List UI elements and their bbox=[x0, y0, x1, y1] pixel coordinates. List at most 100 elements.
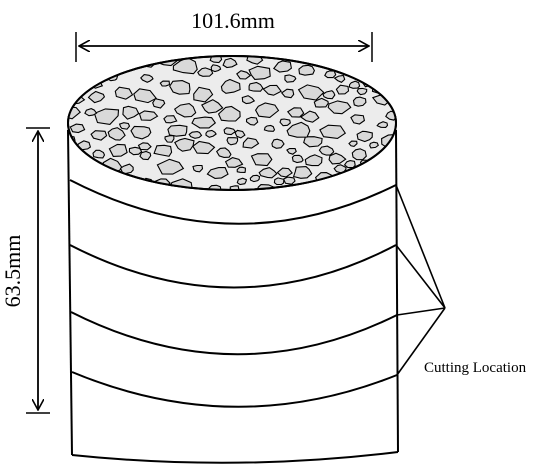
aggregate-stone bbox=[313, 97, 329, 108]
aggregate-stone bbox=[163, 115, 178, 124]
aggregate-stone bbox=[119, 163, 134, 175]
aggregate-stone bbox=[133, 88, 158, 104]
aggregate-stone bbox=[156, 158, 185, 175]
aggregate-stone bbox=[236, 70, 252, 80]
cut-line-1 bbox=[69, 179, 397, 225]
aggregate-stone bbox=[92, 149, 106, 159]
aggregate-stone bbox=[224, 157, 244, 168]
aggregate-stone bbox=[303, 136, 323, 148]
diameter-dimension: 101.6mm bbox=[75, 8, 373, 62]
aggregate-stone bbox=[286, 121, 311, 138]
aggregate-stone bbox=[206, 167, 229, 179]
aggregate-stone bbox=[262, 84, 283, 96]
aggregate-stone bbox=[286, 107, 305, 118]
cut-line-2 bbox=[69, 244, 397, 289]
aggregate-stone bbox=[172, 57, 198, 75]
aggregate-stone bbox=[220, 78, 241, 94]
aggregate-stone bbox=[205, 129, 217, 138]
aggregate-stone bbox=[284, 74, 297, 83]
aggregate-stone bbox=[276, 167, 293, 178]
aggregate-stone bbox=[84, 108, 98, 117]
aggregate-stone bbox=[107, 127, 126, 141]
aggregate-stone bbox=[333, 74, 346, 83]
aggregate-stone bbox=[236, 177, 248, 186]
aggregate-stone bbox=[215, 147, 232, 158]
aggregate-stone bbox=[153, 144, 173, 157]
aggregate-stone bbox=[318, 145, 335, 156]
cylinder-body bbox=[67, 129, 399, 464]
aggregate-stone bbox=[87, 90, 106, 104]
aggregate-stone bbox=[254, 102, 280, 118]
aggregate-stone bbox=[210, 64, 222, 73]
aggregate-stone bbox=[298, 64, 316, 76]
aggregate-stone bbox=[108, 143, 128, 157]
cutting-location-label: Cutting Location bbox=[424, 360, 527, 376]
slice-lines bbox=[69, 179, 398, 408]
aggregate-stone bbox=[188, 131, 203, 139]
aggregate-stone bbox=[164, 135, 175, 143]
aggregate-stone bbox=[90, 130, 108, 141]
aggregate-stone bbox=[327, 100, 352, 115]
aggregate-stone bbox=[201, 99, 224, 114]
aggregate-stone bbox=[73, 150, 85, 159]
cut-line-3 bbox=[70, 311, 398, 356]
top-face bbox=[67, 55, 397, 191]
aggregate-stone bbox=[245, 116, 259, 126]
aggregate-stone bbox=[348, 140, 358, 147]
aggregate-stone bbox=[263, 124, 276, 132]
aggregate-stone bbox=[335, 84, 350, 95]
aggregate-stone bbox=[297, 84, 325, 101]
aggregate-stone bbox=[217, 105, 241, 122]
aggregate-stone bbox=[118, 122, 131, 130]
aggregate-stone bbox=[191, 116, 217, 129]
aggregate-stone bbox=[371, 83, 386, 94]
aggregate-stone bbox=[322, 90, 336, 100]
aggregate-stone bbox=[291, 154, 304, 164]
aggregate-stone bbox=[138, 110, 159, 121]
aggregate-stone bbox=[234, 129, 246, 139]
aggregate-stone bbox=[159, 80, 171, 87]
aggregate-stone bbox=[319, 124, 347, 139]
aggregate-stone bbox=[280, 88, 295, 99]
aggregate-stone bbox=[122, 105, 140, 120]
aggregate-stone bbox=[223, 127, 237, 136]
aggregate-stone bbox=[356, 130, 373, 143]
aggregate-stone bbox=[169, 80, 191, 95]
aggregate-stone bbox=[249, 174, 261, 183]
aggregate-stone bbox=[328, 152, 347, 165]
aggregate-stone bbox=[352, 96, 367, 107]
aggregate-stone bbox=[174, 137, 195, 152]
aggregate-stone bbox=[69, 123, 86, 134]
aggregate-stone bbox=[250, 153, 273, 167]
aggregate-stone bbox=[271, 138, 285, 149]
aggregate-stone bbox=[292, 166, 313, 179]
aggregate-stone bbox=[348, 80, 361, 89]
aggregate-stone bbox=[273, 177, 285, 186]
aggregate-stone bbox=[140, 74, 154, 83]
aggregate-stone bbox=[248, 65, 271, 80]
diameter-label: 101.6mm bbox=[191, 8, 275, 33]
aggregate-stone bbox=[226, 137, 239, 146]
aggregate-stone bbox=[152, 98, 166, 109]
height-dimension: 63.5mm bbox=[0, 127, 50, 414]
aggregate-stone bbox=[369, 141, 379, 149]
aggregate-stone bbox=[248, 81, 264, 92]
aggregate-stone bbox=[114, 86, 134, 100]
aggregate-stone bbox=[279, 118, 291, 127]
aggregate-stone bbox=[197, 67, 214, 77]
aggregate-stone bbox=[222, 57, 238, 69]
aggregate-stone bbox=[282, 176, 296, 185]
aggregate-stone bbox=[173, 103, 197, 118]
aggregate-stone bbox=[139, 150, 152, 161]
aggregate-stone bbox=[236, 166, 246, 173]
aggregate-stone bbox=[351, 148, 367, 161]
aggregate-stone bbox=[350, 114, 366, 125]
aggregate-stone bbox=[272, 60, 293, 73]
aggregate-stone bbox=[130, 125, 152, 140]
aggregate-stone bbox=[167, 124, 188, 137]
aggregate-stone bbox=[192, 164, 204, 173]
aggregate-stone bbox=[356, 87, 368, 96]
aggregate-stone bbox=[304, 154, 323, 167]
